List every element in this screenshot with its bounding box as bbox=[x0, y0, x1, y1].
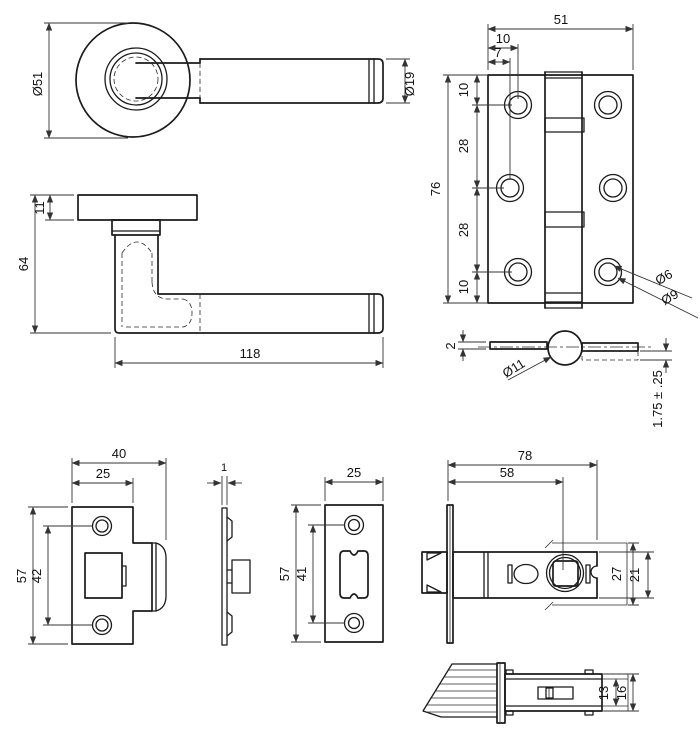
lever-hidden-lines bbox=[121, 241, 193, 328]
lever-grip-front bbox=[199, 58, 384, 104]
spindle-square-hole bbox=[552, 560, 579, 587]
rose-hidden-circle bbox=[113, 56, 159, 102]
dim-strike-overall-width: 40 bbox=[112, 446, 126, 461]
dim-top-hole-offset: 10 bbox=[496, 31, 510, 46]
dim-strike-height: 57 bbox=[14, 569, 29, 583]
dim-leaf-thickness-group: 2 bbox=[443, 330, 486, 361]
dim-tube-height: 21 bbox=[627, 568, 642, 582]
dim-hinge-height-group: 76 bbox=[428, 74, 452, 304]
dim-rose-diameter: Ø51 bbox=[30, 72, 45, 97]
strike-screw-holes bbox=[91, 515, 113, 636]
dim-latch-backset-group: 58 bbox=[447, 465, 564, 570]
hinge-knuckle-circle bbox=[547, 330, 583, 366]
dim-handle-length-group: 118 bbox=[114, 337, 384, 368]
dim-rose-thickness: 11 bbox=[32, 201, 47, 215]
latch-bolt-side bbox=[421, 551, 448, 594]
rose-outline bbox=[75, 22, 191, 138]
dim-handle-length: 118 bbox=[240, 346, 261, 361]
dim-strike-hole-pitch: 42 bbox=[29, 569, 44, 583]
dim-offset-tol-group: 1.75 ± .25 bbox=[640, 338, 672, 428]
dim-faceplate-hole-pitch-group: 41 bbox=[294, 524, 345, 624]
dim-handle-height-group: 64 bbox=[16, 194, 111, 334]
dim-case-width: 16 bbox=[614, 686, 629, 700]
strike-opening bbox=[84, 552, 123, 599]
handle-side-view: 11 64 118 bbox=[16, 194, 384, 368]
dim-hinge-width: 51 bbox=[554, 12, 568, 27]
dim-hinge-bottom-margin: 10 bbox=[456, 280, 471, 294]
neck-side bbox=[111, 219, 161, 236]
lever-side bbox=[114, 234, 384, 334]
faceplate-opening bbox=[339, 550, 369, 599]
dim-faceplate-width-group: 25 bbox=[324, 465, 384, 501]
dim-bar-diameter: Ø19 bbox=[402, 72, 417, 97]
dim-latch-length: 78 bbox=[518, 448, 532, 463]
dim-tube-width-group: 13 bbox=[596, 678, 620, 707]
dim-strike-thickness-group: 1 bbox=[207, 462, 242, 505]
hinge-leaf-alt-position bbox=[581, 350, 639, 361]
dim-hinge-lower-pitch: 28 bbox=[456, 223, 471, 237]
latch-bolt-bottom bbox=[422, 663, 498, 718]
dim-offset-tol: 1.75 ± .25 bbox=[650, 370, 665, 428]
latch-case-side bbox=[452, 551, 598, 599]
latch-slider bbox=[537, 686, 574, 700]
dim-strike-hole-pitch-group: 42 bbox=[29, 525, 92, 626]
strike-side-lips bbox=[226, 516, 233, 637]
faceplate-front-view: 25 57 41 bbox=[277, 465, 384, 643]
dim-mid-hole-offset: 7 bbox=[494, 45, 501, 60]
handle-front-view: Ø51 Ø19 bbox=[30, 22, 417, 139]
dim-bar-diameter-group: Ø19 bbox=[386, 58, 417, 104]
dim-faceplate-height: 57 bbox=[277, 567, 292, 581]
strike-plate-side-view: 1 bbox=[207, 462, 251, 646]
dim-bore-height-group: 27 bbox=[609, 542, 639, 606]
dim-faceplate-width: 25 bbox=[347, 465, 361, 480]
dim-faceplate-hole-pitch: 41 bbox=[294, 567, 309, 581]
hinge-knuckle bbox=[544, 71, 585, 309]
strike-plate-lip bbox=[151, 542, 167, 612]
strike-plate-front-view: 40 25 57 42 bbox=[14, 446, 167, 645]
strike-side-plate bbox=[221, 507, 228, 646]
strike-side-box bbox=[231, 559, 251, 594]
latch-bottom-view: 13 16 bbox=[422, 662, 639, 724]
hinge-left-leaf bbox=[489, 341, 548, 350]
dim-hinge-upper-pitch: 28 bbox=[456, 139, 471, 153]
dim-handle-height: 64 bbox=[16, 257, 31, 271]
dim-hinge-hole-chain-group: 10 28 28 10 bbox=[443, 74, 512, 304]
rose-collar-outer bbox=[104, 47, 168, 111]
dim-tube-height-group: 21 bbox=[599, 551, 654, 599]
dim-tube-width: 13 bbox=[596, 686, 611, 700]
dim-latch-backset: 58 bbox=[500, 465, 514, 480]
dim-faceplate-height-group: 57 bbox=[277, 504, 321, 643]
dim-rose-diameter-group: Ø51 bbox=[30, 22, 128, 139]
dim-strike-height-group: 57 bbox=[14, 506, 68, 645]
dim-hole-offsets-group: 10 7 bbox=[487, 31, 519, 180]
strike-opening-tab bbox=[121, 565, 127, 587]
latch-side-view: 78 58 27 21 bbox=[421, 448, 654, 644]
dim-bore-height: 27 bbox=[609, 567, 624, 581]
rose-collar-inner bbox=[109, 52, 163, 106]
spindle-boss bbox=[545, 553, 585, 593]
dim-leaf-thickness: 2 bbox=[443, 342, 458, 349]
dim-strike-thickness: 1 bbox=[221, 462, 227, 474]
dim-hinge-top-margin: 10 bbox=[456, 83, 471, 97]
hinge-leaf-front bbox=[487, 74, 634, 304]
latch-case-bottom bbox=[504, 669, 629, 716]
dim-case-width-group: 16 bbox=[604, 673, 639, 712]
latch-bore-phantom bbox=[544, 539, 628, 611]
faceplate-outline bbox=[324, 504, 384, 643]
dim-strike-plate-width-group: 25 bbox=[71, 466, 134, 503]
dim-hinge-height: 76 bbox=[428, 182, 443, 196]
hinge-front-view: 51 10 7 10 28 28 10 76 Ø6 Ø9 bbox=[428, 12, 699, 319]
dim-strike-plate-width: 25 bbox=[96, 466, 110, 481]
